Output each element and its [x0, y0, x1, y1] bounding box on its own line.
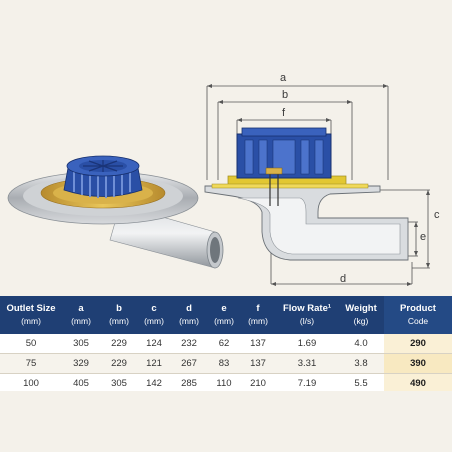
header-c: c(mm)	[138, 296, 170, 334]
header-b: b(mm)	[100, 296, 138, 334]
dim-label-e: e	[420, 231, 426, 243]
cell-flow-rate: 7.19	[276, 373, 338, 394]
cell-d: 285	[170, 373, 208, 394]
cell-outlet-size: 50	[0, 334, 62, 354]
table-row: 75 329 229 121 267 83 137 3.31 3.8 390	[0, 353, 452, 374]
cell-c: 142	[138, 373, 170, 394]
section-drawing	[204, 84, 430, 286]
cell-b: 229	[100, 334, 138, 354]
cell-outlet-size: 100	[0, 373, 62, 394]
page-bottom-background	[0, 391, 452, 452]
cell-b: 229	[100, 353, 138, 374]
dim-label-d: d	[340, 273, 346, 285]
cell-f: 137	[240, 334, 276, 354]
dim-label-f: f	[282, 107, 286, 119]
cell-f: 137	[240, 353, 276, 374]
dim-label-a: a	[280, 72, 287, 84]
product-diagram: a b f c e d	[7, 72, 440, 286]
cell-e: 62	[208, 334, 240, 354]
table-header-row: Outlet Size(mm) a(mm) b(mm) c(mm) d(mm) …	[0, 296, 452, 334]
cell-b: 305	[100, 373, 138, 394]
header-flow-rate: Flow Rate¹(l/s)	[276, 296, 338, 334]
cell-f: 210	[240, 373, 276, 394]
header-f: f(mm)	[240, 296, 276, 334]
cell-flow-rate: 3.31	[276, 353, 338, 374]
header-d: d(mm)	[170, 296, 208, 334]
header-outlet-size: Outlet Size(mm)	[0, 296, 62, 334]
dim-label-c: c	[434, 209, 440, 221]
cell-outlet-size: 75	[0, 353, 62, 374]
header-e: e(mm)	[208, 296, 240, 334]
header-a: a(mm)	[62, 296, 100, 334]
cell-c: 124	[138, 334, 170, 354]
dim-label-b: b	[282, 89, 288, 101]
table-row: 50 305 229 124 232 62 137 1.69 4.0 290	[0, 334, 452, 354]
cell-a: 329	[62, 353, 100, 374]
cell-product-code: 290	[384, 334, 452, 354]
cell-c: 121	[138, 353, 170, 374]
cell-d: 267	[170, 353, 208, 374]
specification-table: Outlet Size(mm) a(mm) b(mm) c(mm) d(mm) …	[0, 296, 452, 394]
cell-a: 305	[62, 334, 100, 354]
cell-product-code: 490	[384, 373, 452, 394]
cell-product-code: 390	[384, 353, 452, 374]
product-illustration-area: a b f c e d	[7, 72, 440, 286]
table-row: 100 405 305 142 285 110 210 7.19 5.5 490	[0, 373, 452, 394]
cell-flow-rate: 1.69	[276, 334, 338, 354]
cell-weight: 4.0	[338, 334, 384, 354]
header-weight: Weight(kg)	[338, 296, 384, 334]
cell-e: 110	[208, 373, 240, 394]
cell-weight: 3.8	[338, 353, 384, 374]
cell-e: 83	[208, 353, 240, 374]
drain-photo	[7, 155, 224, 269]
cell-d: 232	[170, 334, 208, 354]
